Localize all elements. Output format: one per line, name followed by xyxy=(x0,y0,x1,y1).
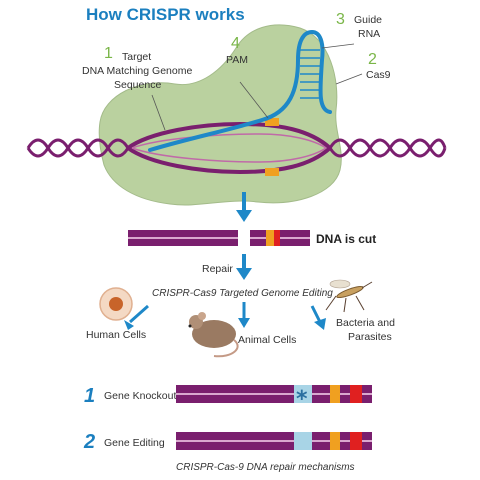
target-label-line3: Sequence xyxy=(114,79,161,91)
mosquito-icon xyxy=(325,279,373,313)
guide-rna xyxy=(148,29,332,152)
cut-dna-strand xyxy=(128,230,310,246)
repair-arrow-icon xyxy=(236,254,252,280)
editing-dna-strand xyxy=(176,432,372,450)
arrow-to-human-icon xyxy=(124,304,149,330)
dna-unzipped-region xyxy=(126,121,332,175)
step-4-number: 4 xyxy=(231,35,240,52)
mechanism-1-number: 1 xyxy=(84,385,95,407)
diagram-title: How CRISPR works xyxy=(86,5,245,24)
guide-rna-hairpin-rungs xyxy=(300,49,320,99)
human-cells-label: Human Cells xyxy=(86,329,146,341)
step-1-number: 1 xyxy=(104,45,113,62)
editing-caption: CRISPR-Cas9 Targeted Genome Editing xyxy=(152,288,333,299)
label-leaders xyxy=(151,43,363,131)
bacteria-label-line1: Bacteria and xyxy=(336,317,395,329)
arrow-to-bacteria-icon xyxy=(310,305,326,330)
guide-label-line1: Guide xyxy=(354,14,382,26)
pam-label: PAM xyxy=(226,54,248,66)
pam-site xyxy=(265,118,279,126)
target-label-line1: Target xyxy=(122,51,151,63)
gene-editing-label: Gene Editing xyxy=(104,437,165,449)
mechanisms-caption: CRISPR-Cas-9 DNA repair mechanisms xyxy=(176,462,355,473)
dna-cut-label: DNA is cut xyxy=(316,232,376,246)
guide-label-line2: RNA xyxy=(358,28,380,40)
knockout-dna-strand xyxy=(176,385,372,403)
bacteria-label-line2: Parasites xyxy=(348,331,392,343)
dna-double-helix xyxy=(26,138,447,158)
mouse-icon xyxy=(188,312,239,358)
knockout-mutation-icon: * xyxy=(296,387,308,412)
repair-label: Repair xyxy=(202,263,233,275)
human-cell-icon xyxy=(99,287,133,321)
step-3-number: 3 xyxy=(336,11,345,28)
pam-site-lower xyxy=(265,168,279,176)
cas9-label: Cas9 xyxy=(366,69,391,81)
animal-cells-label: Animal Cells xyxy=(238,334,296,346)
target-label-line2: DNA Matching Genome xyxy=(82,65,192,77)
gene-knockout-label: Gene Knockout xyxy=(104,390,176,402)
step-2-number: 2 xyxy=(368,51,377,68)
arrow-down-icon xyxy=(236,192,252,222)
mechanism-2-number: 2 xyxy=(83,431,95,453)
arrow-to-animal-icon xyxy=(238,302,250,328)
